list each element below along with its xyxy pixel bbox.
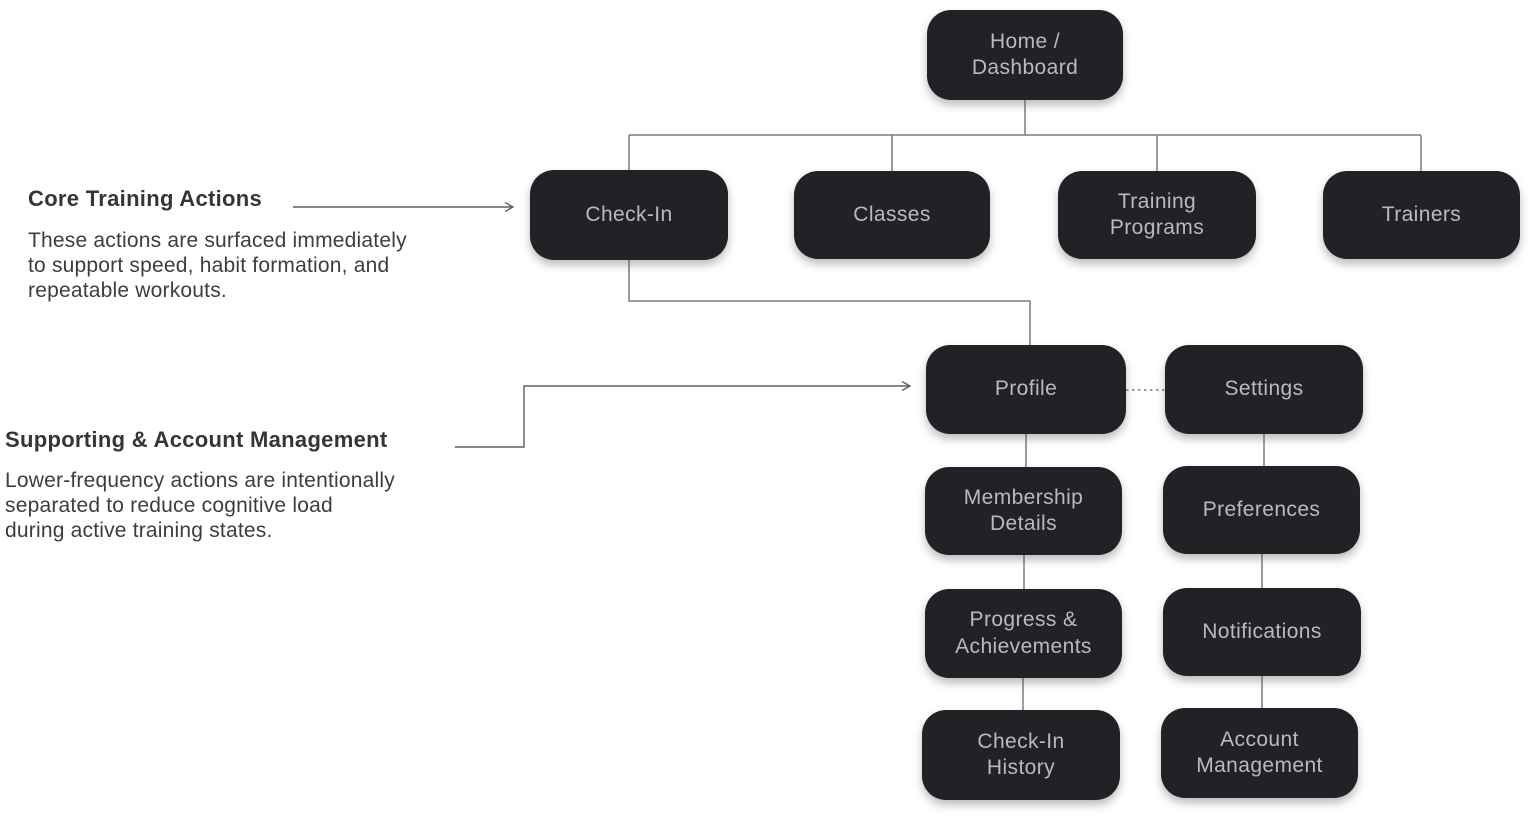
annotation-supporting-title: Supporting & Account Management — [5, 427, 388, 452]
node-check-in: Check-In — [530, 170, 728, 260]
annotation-supporting-body: Lower-frequency actions are intentionall… — [5, 469, 395, 542]
node-membership-details: Membership Details — [925, 467, 1122, 555]
node-progress-achievements: Progress & Achievements — [925, 589, 1122, 678]
node-settings: Settings — [1165, 345, 1363, 434]
connector-checkin-to-profile — [628, 260, 1031, 345]
arrow-core-head — [504, 201, 515, 213]
node-home-dashboard: Home / Dashboard — [927, 10, 1123, 100]
node-notifications: Notifications — [1163, 588, 1361, 676]
node-training-programs: Training Programs — [1058, 171, 1256, 259]
node-classes: Classes — [794, 171, 990, 259]
annotation-core-title: Core Training Actions — [28, 186, 263, 211]
arrow-supporting-head — [901, 380, 912, 392]
node-trainers: Trainers — [1323, 171, 1520, 259]
node-check-in-history: Check-In History — [922, 710, 1120, 800]
node-account-management: Account Management — [1161, 708, 1358, 798]
node-profile: Profile — [926, 345, 1126, 434]
node-preferences: Preferences — [1163, 466, 1360, 554]
annotation-core-body: These actions are surfaced immediately t… — [28, 229, 407, 302]
arrow-supporting-line — [455, 385, 909, 448]
